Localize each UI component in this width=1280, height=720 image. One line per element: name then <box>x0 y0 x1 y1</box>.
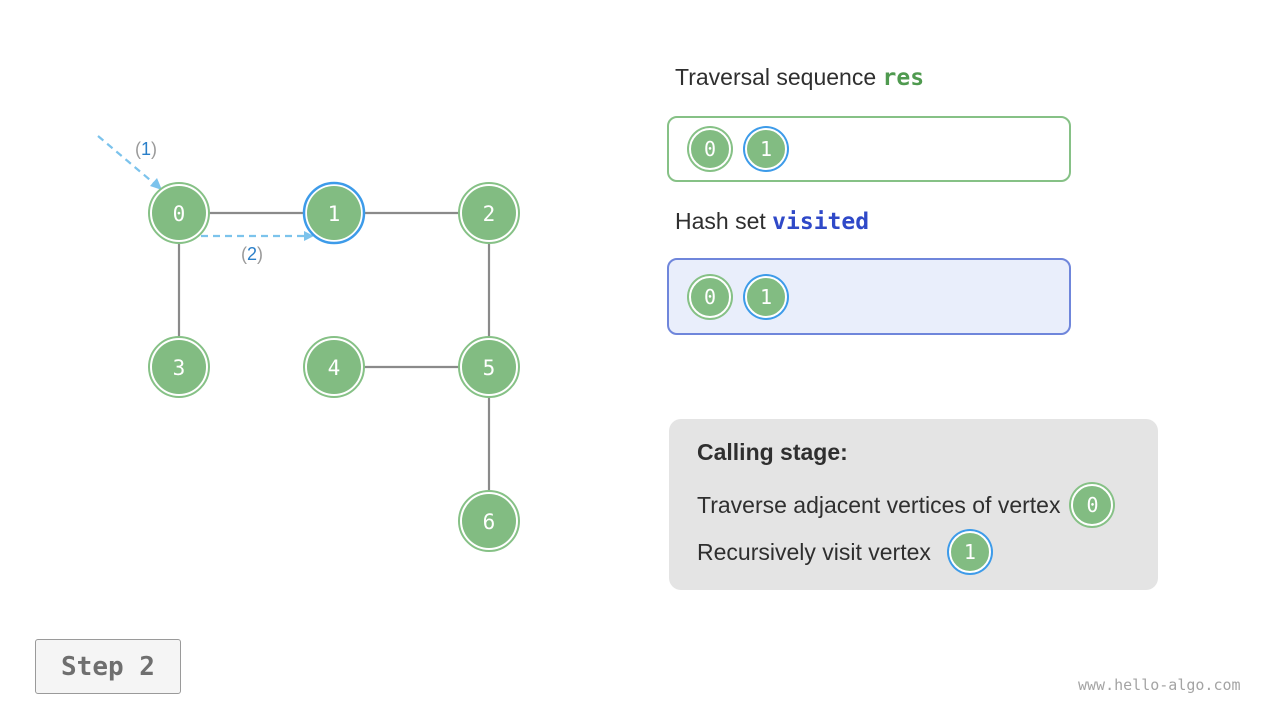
visited-item-1: 1 <box>745 275 787 318</box>
res-title-code: res <box>882 65 925 91</box>
vertex-label-0: 0 <box>173 202 186 226</box>
stage-line-traverse: Traverse adjacent vertices of vertex 0 <box>697 481 1116 529</box>
vertex-label-5: 5 <box>483 356 496 380</box>
stage-line2-text: Recursively visit vertex <box>697 538 931 565</box>
visited-item-0: 0 <box>689 275 731 318</box>
graph-diagram: (1) (2) 0 1 2 3 4 5 6 <box>97 135 520 552</box>
vertex-3: 3 <box>148 336 210 398</box>
vertex-6: 6 <box>458 490 520 552</box>
vertex-label-2: 2 <box>483 202 496 226</box>
visited-box: 0 1 <box>667 258 1071 335</box>
visited-title: Hash set visited <box>675 208 869 235</box>
step-indicator: Step 2 <box>35 639 181 694</box>
vertex-2: 2 <box>458 182 520 244</box>
stage-line1-text: Traverse adjacent vertices of vertex <box>697 491 1061 518</box>
vertex-1: 1 <box>302 181 366 245</box>
visited-title-code: visited <box>772 209 870 235</box>
res-box: 0 1 <box>667 116 1071 182</box>
vertex-4: 4 <box>303 336 365 398</box>
stage-line-recurse: Recursively visit vertex 1 <box>697 528 994 576</box>
arrowhead-step1 <box>150 178 162 190</box>
res-item-1: 1 <box>745 128 787 170</box>
vertex-label-3: 3 <box>173 356 186 380</box>
vertex-5: 5 <box>458 336 520 398</box>
watermark: www.hello-algo.com <box>1078 676 1241 694</box>
visited-title-text: Hash set <box>675 208 773 234</box>
vertex-label-6: 6 <box>483 510 496 534</box>
annotation-step1: (1) <box>135 139 157 159</box>
annotation-step2-num: 2 <box>247 244 257 264</box>
arrowhead-step2 <box>304 231 314 241</box>
annotation-step2: (2) <box>241 244 263 264</box>
vertex-0: 0 <box>148 182 210 244</box>
stage-line2-vertex: 1 <box>948 531 991 573</box>
vertex-label-4: 4 <box>328 356 341 380</box>
stage-line1-vertex: 0 <box>1071 484 1114 526</box>
res-item-0: 0 <box>689 128 731 170</box>
traversal-arrows <box>97 135 305 238</box>
vertex-label-1: 1 <box>328 202 341 226</box>
annotation-step1-num: 1 <box>141 139 151 159</box>
calling-stage-panel: Calling stage: Traverse adjacent vertice… <box>669 419 1158 590</box>
res-title-text: Traversal sequence <box>675 64 883 90</box>
res-title: Traversal sequence res <box>675 64 924 91</box>
stage-title: Calling stage: <box>697 439 848 465</box>
arrow-step1 <box>97 135 157 186</box>
